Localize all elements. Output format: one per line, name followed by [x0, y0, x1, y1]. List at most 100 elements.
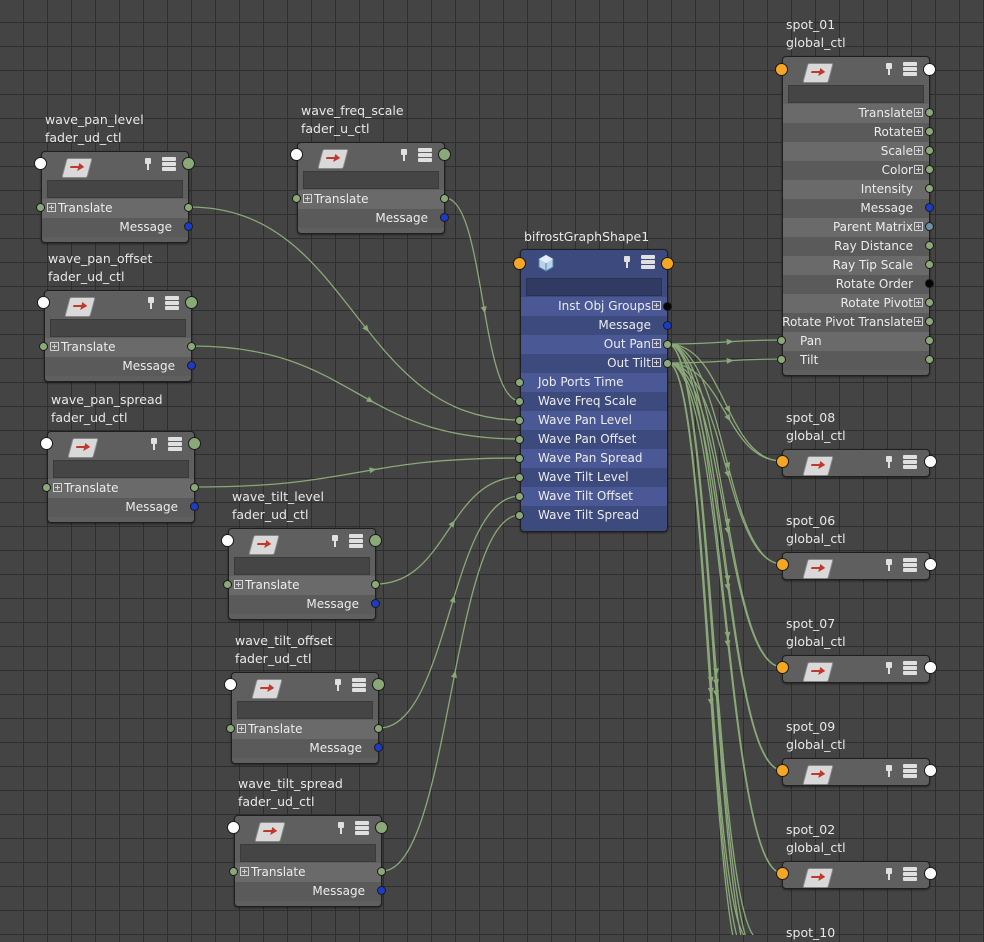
wire-out-tilt-spot-2[interactable] [667, 362, 783, 668]
value-field[interactable] [303, 171, 439, 189]
display-mode-icon[interactable] [355, 821, 369, 836]
plus-expand-icon[interactable] [914, 165, 923, 174]
translate-in-port[interactable] [223, 580, 232, 589]
display-mode-icon[interactable] [903, 867, 917, 882]
input-port[interactable] [776, 764, 789, 777]
wire-freq-scale[interactable] [444, 197, 521, 402]
rotate-pivot-translate-port[interactable] [925, 317, 934, 326]
wave-freq-scale-port[interactable] [515, 397, 524, 406]
message-port[interactable] [184, 222, 193, 231]
node-body[interactable] [782, 449, 930, 477]
rotate-order-port[interactable] [925, 279, 934, 288]
attr-row-rotate-order[interactable]: Rotate Order [783, 275, 929, 294]
wire-out-pan-spot-0[interactable] [667, 343, 783, 462]
pin-icon[interactable] [885, 868, 893, 880]
wire-out-pan-spot-1[interactable] [667, 343, 783, 565]
wave-tilt-offset-port[interactable] [515, 492, 524, 501]
attr-row-color[interactable]: Color [783, 161, 929, 180]
display-mode-icon[interactable] [349, 534, 363, 549]
value-field[interactable] [237, 701, 373, 719]
output-port[interactable] [923, 63, 936, 76]
out-pan-port[interactable] [663, 340, 672, 349]
graph-out-inst-obj-groups[interactable]: Inst Obj Groups [521, 297, 667, 316]
display-mode-icon[interactable] [903, 764, 917, 779]
pin-icon[interactable] [147, 297, 155, 309]
node-body[interactable]: Translate Message [47, 431, 195, 523]
plus-expand-icon[interactable] [652, 358, 661, 367]
translate-in-port[interactable] [42, 483, 51, 492]
translate-out-port[interactable] [440, 194, 449, 203]
output-port[interactable] [924, 764, 937, 777]
plus-expand-icon[interactable] [234, 580, 243, 589]
plus-expand-icon[interactable] [237, 724, 246, 733]
pin-icon[interactable] [400, 149, 408, 161]
node-body[interactable]: Translate Rotate Scale Color Intensity M… [782, 56, 930, 376]
rotate-pivot-port[interactable] [925, 298, 934, 307]
value-field[interactable] [53, 460, 189, 478]
pin-icon[interactable] [334, 679, 342, 691]
output-port[interactable] [372, 678, 385, 691]
display-mode-icon[interactable] [903, 661, 917, 676]
message-port[interactable] [663, 321, 672, 330]
display-mode-icon[interactable] [903, 62, 917, 77]
wave-pan-offset-port[interactable] [515, 435, 524, 444]
value-field[interactable] [526, 278, 662, 296]
graph-in-wave-pan-offset[interactable]: Wave Pan Offset [521, 430, 667, 449]
node-body[interactable]: Translate Message [234, 815, 382, 907]
attr-row-ray-tip-scale[interactable]: Ray Tip Scale [783, 256, 929, 275]
attr-row-ray-distance[interactable]: Ray Distance [783, 237, 929, 256]
pin-icon[interactable] [885, 662, 893, 674]
graph-in-wave-tilt-level[interactable]: Wave Tilt Level [521, 468, 667, 487]
attr-row-message[interactable]: Message [45, 357, 191, 376]
attr-row-pan[interactable]: Pan [783, 332, 929, 351]
wire-pan-spread[interactable] [194, 457, 521, 488]
attr-row-parent-matrix[interactable]: Parent Matrix [783, 218, 929, 237]
attr-row-message[interactable]: Message [48, 498, 194, 517]
attr-row-rotate[interactable]: Rotate [783, 123, 929, 142]
tilt-in-port[interactable] [777, 355, 786, 364]
plus-expand-icon[interactable] [652, 339, 661, 348]
value-field[interactable] [50, 319, 186, 337]
node-body[interactable]: Translate Message [297, 142, 445, 234]
message-port[interactable] [925, 203, 934, 212]
graph-out-message[interactable]: Message [521, 316, 667, 335]
input-port[interactable] [224, 678, 237, 691]
pin-icon[interactable] [623, 256, 631, 268]
wire-pan-offset[interactable] [191, 345, 521, 440]
attr-row-message[interactable]: Message [229, 595, 375, 614]
attr-row-message[interactable]: Message [235, 882, 381, 901]
plus-expand-icon[interactable] [303, 194, 312, 203]
pin-icon[interactable] [331, 535, 339, 547]
intensity-port[interactable] [925, 184, 934, 193]
pin-icon[interactable] [885, 63, 893, 75]
wire-out-pan-offscreen-0[interactable] [667, 343, 760, 935]
node-body[interactable]: Translate Message [41, 151, 189, 243]
wave-tilt-level-port[interactable] [515, 473, 524, 482]
ray-distance-port[interactable] [925, 241, 934, 250]
wave-pan-level-port[interactable] [515, 416, 524, 425]
pin-icon[interactable] [885, 559, 893, 571]
output-port[interactable] [924, 867, 937, 880]
graph-in-wave-pan-level[interactable]: Wave Pan Level [521, 411, 667, 430]
display-mode-icon[interactable] [168, 437, 182, 452]
translate-out-port[interactable] [374, 724, 383, 733]
message-port[interactable] [371, 599, 380, 608]
output-port[interactable] [661, 257, 674, 270]
input-port[interactable] [34, 157, 47, 170]
plus-expand-icon[interactable] [47, 203, 56, 212]
plus-expand-icon[interactable] [914, 222, 923, 231]
display-mode-icon[interactable] [162, 157, 176, 172]
output-port[interactable] [924, 558, 937, 571]
attr-row-scale[interactable]: Scale [783, 142, 929, 161]
pan-out-port[interactable] [925, 336, 934, 345]
wire-out-tilt-offscreen-2[interactable] [667, 362, 750, 935]
node-body[interactable] [782, 552, 930, 580]
inst-obj-groups-port[interactable] [663, 302, 672, 311]
input-port[interactable] [776, 455, 789, 468]
input-port[interactable] [776, 558, 789, 571]
node-body[interactable]: Translate Message [228, 528, 376, 620]
rotate-port[interactable] [925, 127, 934, 136]
value-field[interactable] [240, 844, 376, 862]
node-body[interactable] [782, 861, 930, 889]
output-port[interactable] [182, 157, 195, 170]
